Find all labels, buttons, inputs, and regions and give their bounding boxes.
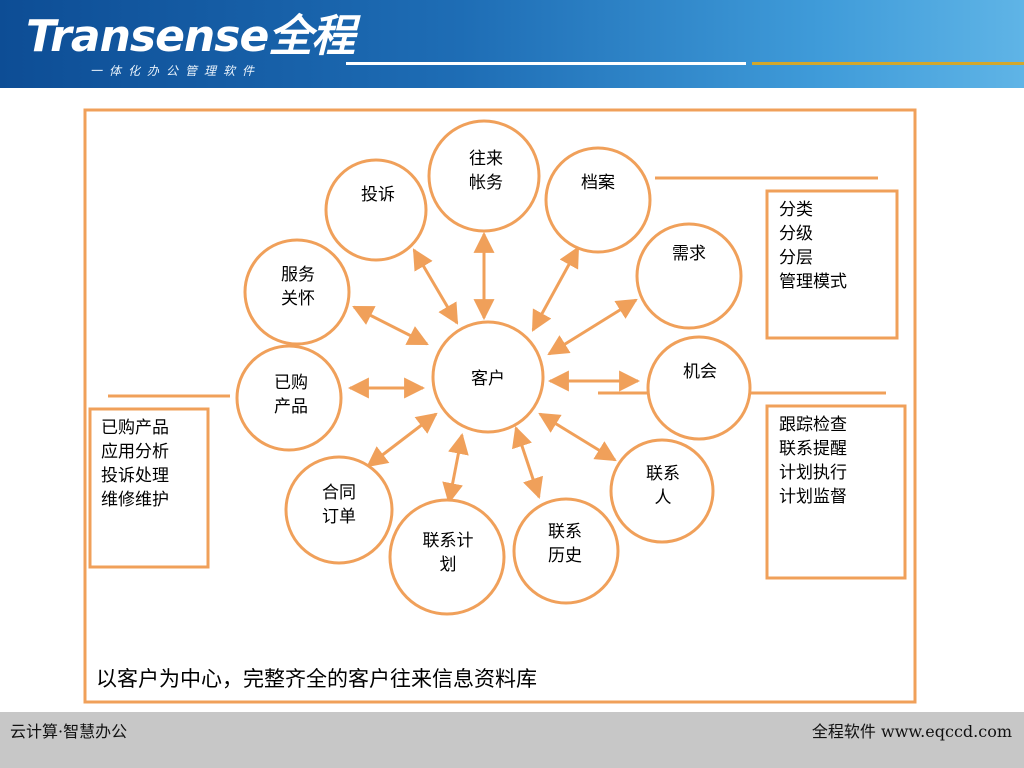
- nodes: [235, 119, 752, 616]
- node-yigou-label: 产品: [274, 397, 308, 417]
- arrow-lianxiren: [538, 412, 617, 462]
- node-center-circle: [431, 320, 545, 434]
- header-divider-white: [346, 62, 746, 65]
- node-xuqiu-circle: [635, 222, 743, 330]
- node-tousu-circle: [324, 158, 428, 262]
- box-left-line: 维修维护: [101, 490, 169, 510]
- node-hetong-label: 合同: [322, 483, 356, 503]
- node-hetong-circle: [284, 455, 394, 565]
- header-divider-gold: [752, 62, 1024, 65]
- node-jihui-circle: [646, 335, 752, 441]
- box-right-bottom-line: 计划监督: [779, 487, 847, 507]
- box-right-top: [765, 189, 899, 340]
- node-lianxijihua-label: 划: [440, 555, 457, 575]
- node-yigou-label: 已购: [274, 373, 308, 393]
- arrow-lianxilishi: [512, 426, 543, 499]
- box-left-line: 投诉处理: [101, 466, 169, 486]
- node-dangan-circle: [544, 146, 652, 254]
- box-right-bottom: [765, 404, 907, 580]
- node-lianxilishi-label: 联系: [548, 522, 582, 542]
- box-left-line: 已购产品: [101, 418, 169, 438]
- brand-logo: Transense全程 一体化办公管理软件: [26, 12, 355, 82]
- box-right-bottom-line: 跟踪检查: [779, 415, 847, 435]
- customer-info-diagram: 分类 分级 分层 管理模式 已购产品 应用分析 投诉处理 维修维护 跟踪检查 联…: [83, 108, 917, 704]
- box-left: [88, 407, 210, 569]
- node-wanglai-circle: [427, 119, 541, 233]
- box-right-top-line: 分类: [779, 200, 813, 220]
- node-fuwu-label: 服务: [281, 265, 315, 285]
- node-hetong-label: 订单: [322, 507, 356, 527]
- arrow-xuqiu: [547, 298, 638, 356]
- header-banner: Transense全程 一体化办公管理软件: [0, 0, 1024, 88]
- box-right-top-text: 分类 分级 分层 管理模式: [779, 200, 847, 292]
- node-yigou-circle: [235, 344, 343, 452]
- logo-text: Transense全程: [26, 11, 355, 62]
- arrow-lianxijihua: [442, 432, 469, 505]
- box-right-bottom-line: 联系提醒: [779, 439, 847, 459]
- node-tousu-label: 投诉: [361, 185, 395, 205]
- box-right-top-line: 分级: [779, 224, 813, 244]
- node-lianxijihua-circle: [388, 498, 506, 616]
- node-center-label: 客户: [471, 369, 505, 389]
- box-left-line: 应用分析: [101, 442, 169, 462]
- footer-website: 全程软件 www.eqccd.com: [811, 722, 1012, 741]
- node-lianxiren-label: 人: [655, 488, 672, 508]
- node-wanglai-label: 往来: [469, 149, 503, 169]
- node-fuwu-circle: [243, 238, 351, 346]
- node-dangan-label: 档案: [581, 173, 615, 193]
- node-lianxilishi-circle: [512, 497, 620, 605]
- node-fuwu-label: 关怀: [281, 289, 315, 309]
- node-jihui-label: 机会: [683, 362, 717, 382]
- arrow-dangan: [531, 246, 580, 332]
- diagram-caption: 以客户为中心，完整齐全的客户往来信息资料库: [96, 667, 537, 691]
- box-right-bottom-text: 跟踪检查 联系提醒 计划执行 计划监督: [779, 415, 847, 507]
- node-lianxiren-circle: [609, 438, 715, 544]
- node-lianxilishi-label: 历史: [548, 546, 582, 566]
- box-right-top-line: 管理模式: [779, 272, 847, 292]
- footer-slogan: 云计算·智慧办公: [10, 722, 128, 741]
- node-xuqiu-label: 需求: [672, 244, 706, 264]
- logo-subtitle: 一体化办公管理软件: [90, 64, 262, 78]
- node-labels: 客户 往来 帐务 档案 投诉 服务 关怀 需求 已购 产品 机会 合同 订单 联…: [274, 149, 717, 575]
- box-right-bottom-line: 计划执行: [779, 463, 847, 483]
- outer-frame: [83, 108, 917, 704]
- arrow-tousu: [412, 248, 459, 325]
- node-lianxijihua-label: 联系计: [423, 531, 474, 551]
- node-lianxiren-label: 联系: [646, 464, 680, 484]
- arrow-fuwu: [352, 305, 429, 346]
- node-wanglai-label: 帐务: [469, 173, 503, 193]
- box-left-text: 已购产品 应用分析 投诉处理 维修维护: [101, 418, 169, 510]
- arrow-hetong: [366, 412, 438, 468]
- arrows: [347, 231, 641, 505]
- box-right-top-line: 分层: [779, 248, 813, 268]
- footer-bar: 云计算·智慧办公 全程软件 www.eqccd.com: [0, 712, 1024, 768]
